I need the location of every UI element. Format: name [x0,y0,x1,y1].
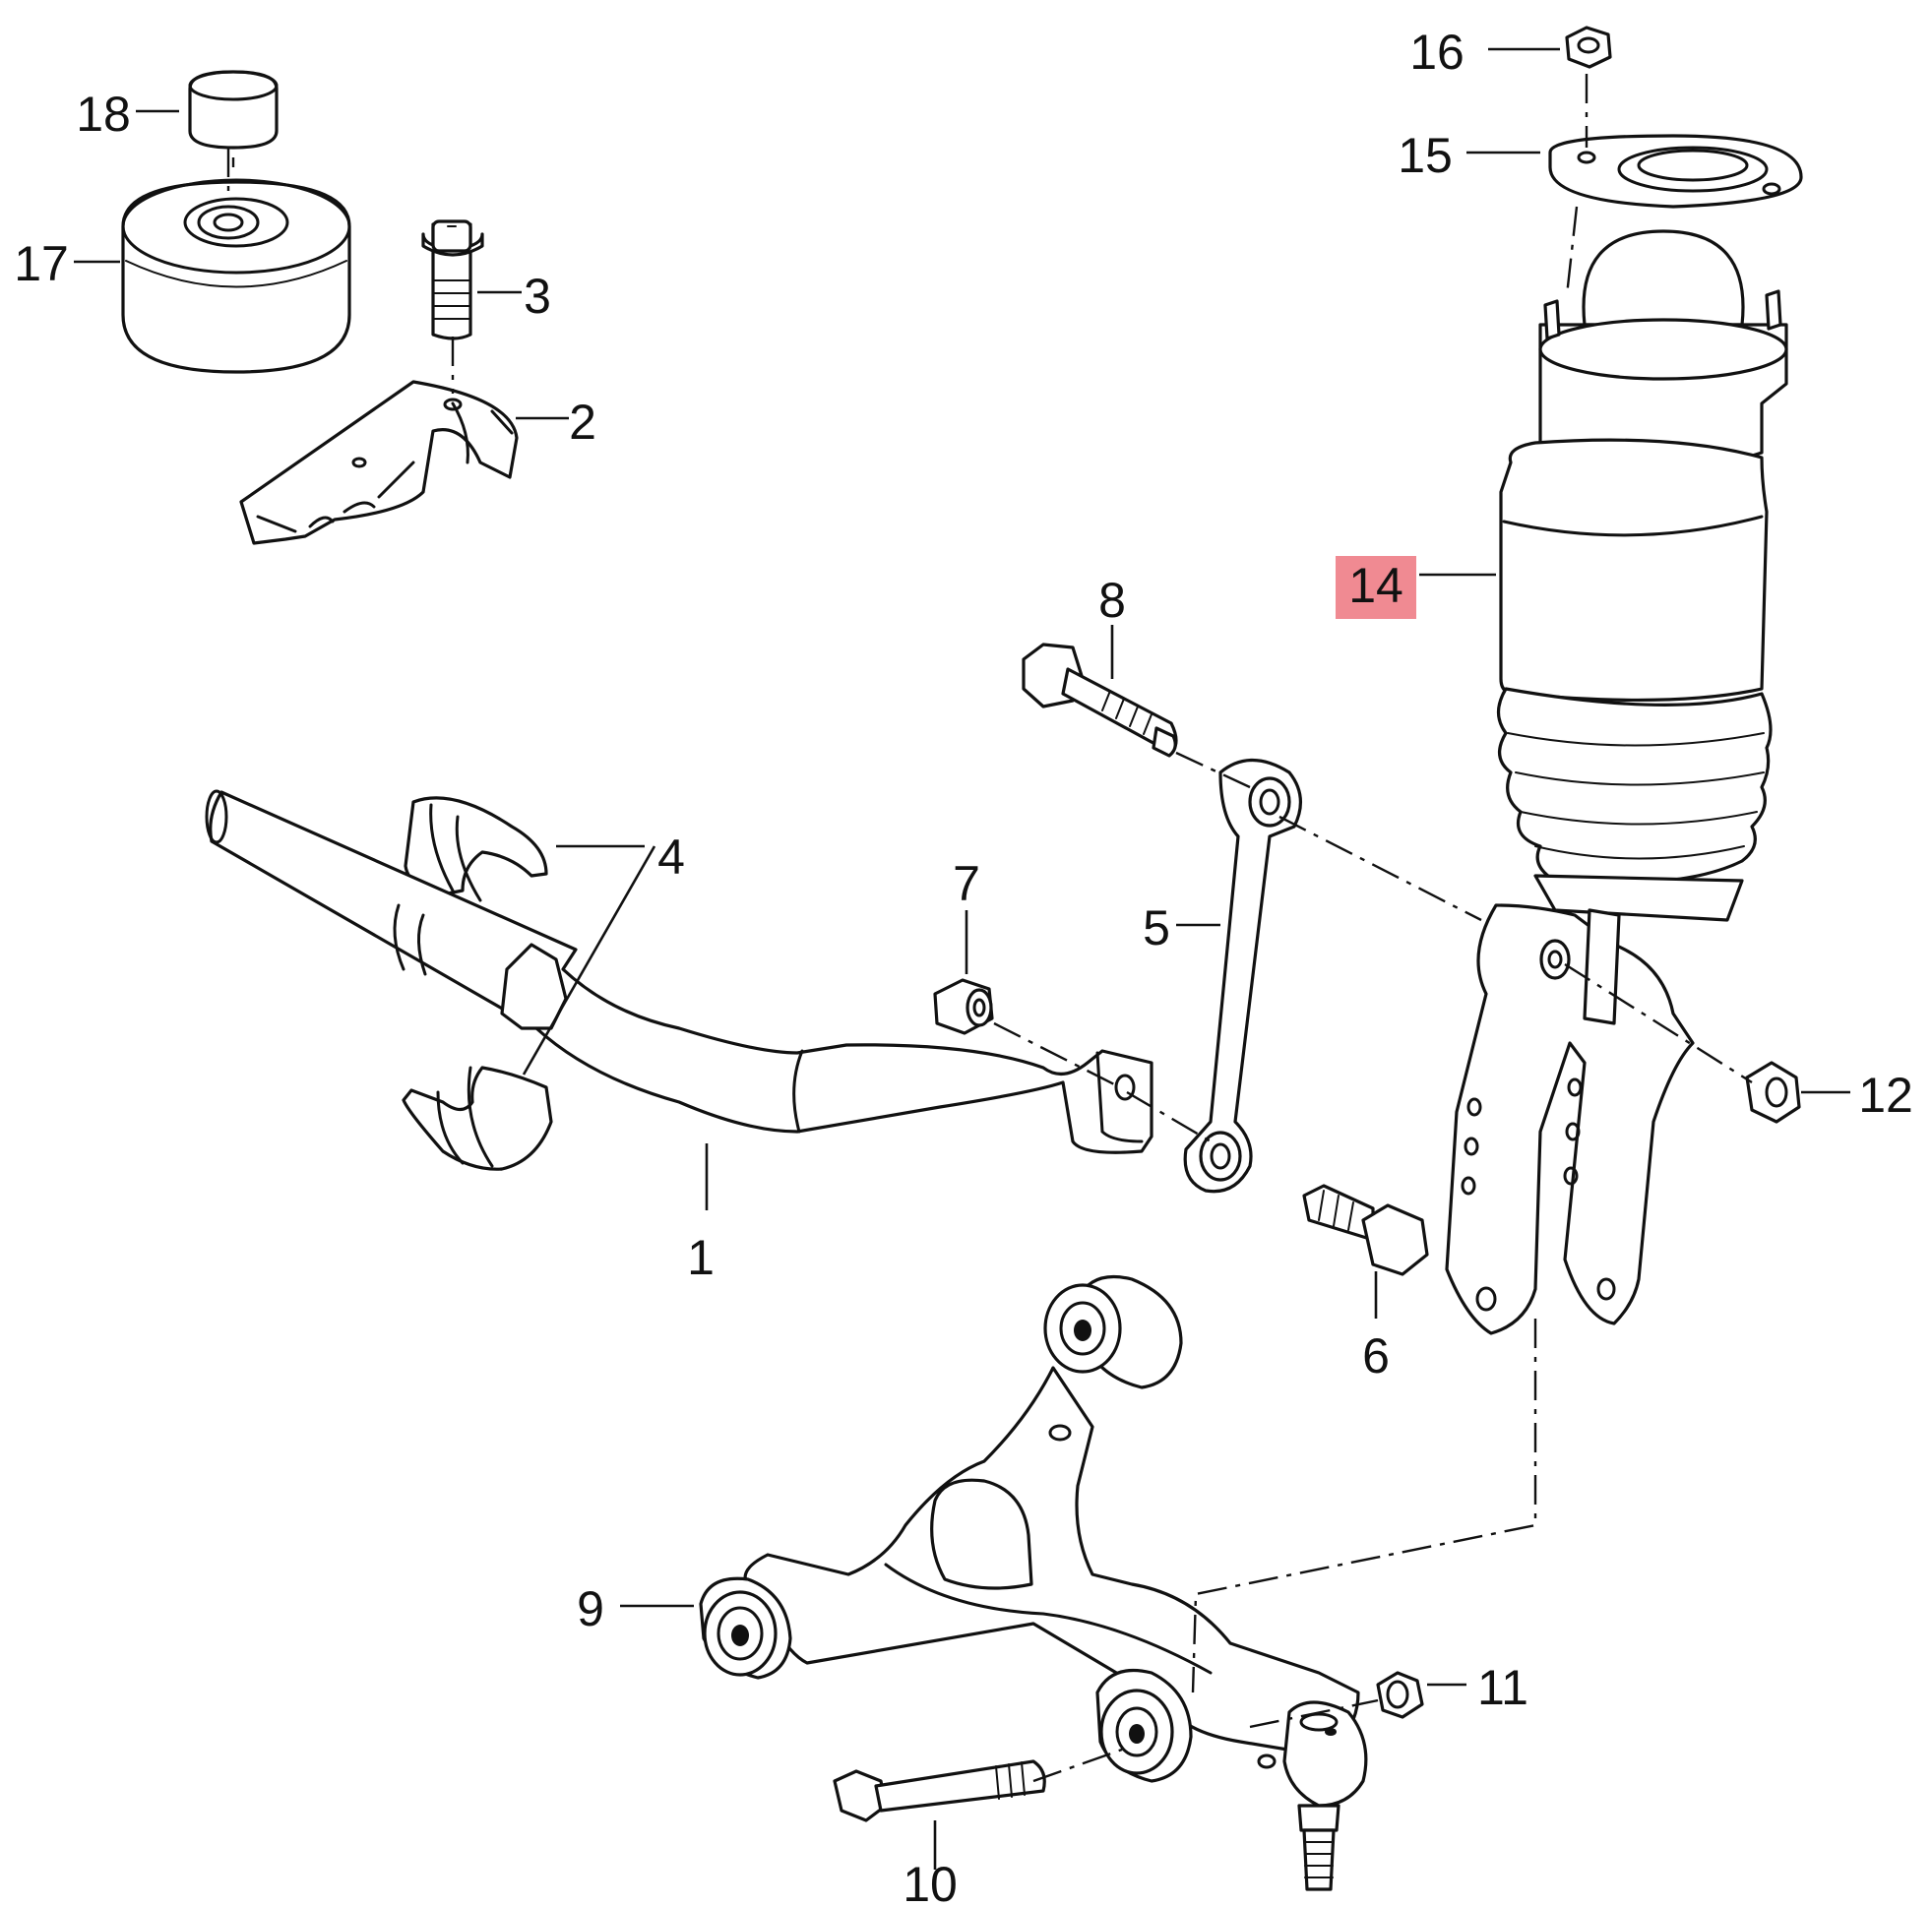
callout-16[interactable]: 16 [1409,25,1465,80]
part-15-top-plate[interactable] [1548,134,1803,209]
callout-12[interactable]: 12 [1858,1068,1913,1123]
callout-14-highlight [1336,556,1416,619]
callout-1[interactable]: 1 [687,1230,715,1285]
callout-8[interactable]: 8 [1098,573,1126,628]
part-1-stabilizer-bar[interactable] [205,789,1153,1154]
callout-18[interactable]: 18 [76,87,131,142]
part-11-nut[interactable] [1376,1671,1424,1719]
part-16-nut[interactable] [1565,26,1612,69]
part-8-bolt[interactable] [1022,643,1178,758]
callout-17[interactable]: 17 [14,236,69,291]
leader-lines [74,47,1850,1870]
callout-7[interactable]: 7 [953,856,980,911]
callout-6[interactable]: 6 [1362,1328,1390,1384]
part-14-air-spring-strut[interactable] [1445,229,1788,1335]
callout-2[interactable]: 2 [569,395,596,450]
assembly-lines [226,74,1753,1783]
part-12-nut[interactable] [1745,1061,1801,1124]
callout-3[interactable]: 3 [524,269,551,324]
part-4-bushes[interactable] [402,796,553,1171]
callout-15[interactable]: 15 [1398,128,1453,183]
part-7-nut[interactable] [933,978,994,1035]
part-18-cap[interactable] [188,70,279,150]
part-10-bolt[interactable] [833,1759,1046,1822]
callout-11[interactable]: 11 [1477,1660,1528,1715]
part-6-bolt[interactable] [1302,1184,1429,1276]
part-5-coupling-rod[interactable] [1183,759,1302,1194]
callout-4[interactable]: 4 [657,830,685,885]
part-9-control-arm[interactable] [699,1274,1368,1891]
part-3-bolt[interactable] [421,219,484,340]
callout-10[interactable]: 10 [903,1857,958,1907]
callout-9[interactable]: 9 [577,1581,604,1636]
callout-labels: 1 2 3 4 5 6 7 8 9 10 11 12 14 15 16 17 1… [14,25,1913,1907]
callout-14[interactable]: 14 [1348,558,1403,613]
part-2-bracket[interactable] [239,380,519,545]
part-17-rubber-mount[interactable] [121,178,351,374]
callout-5[interactable]: 5 [1143,900,1170,955]
